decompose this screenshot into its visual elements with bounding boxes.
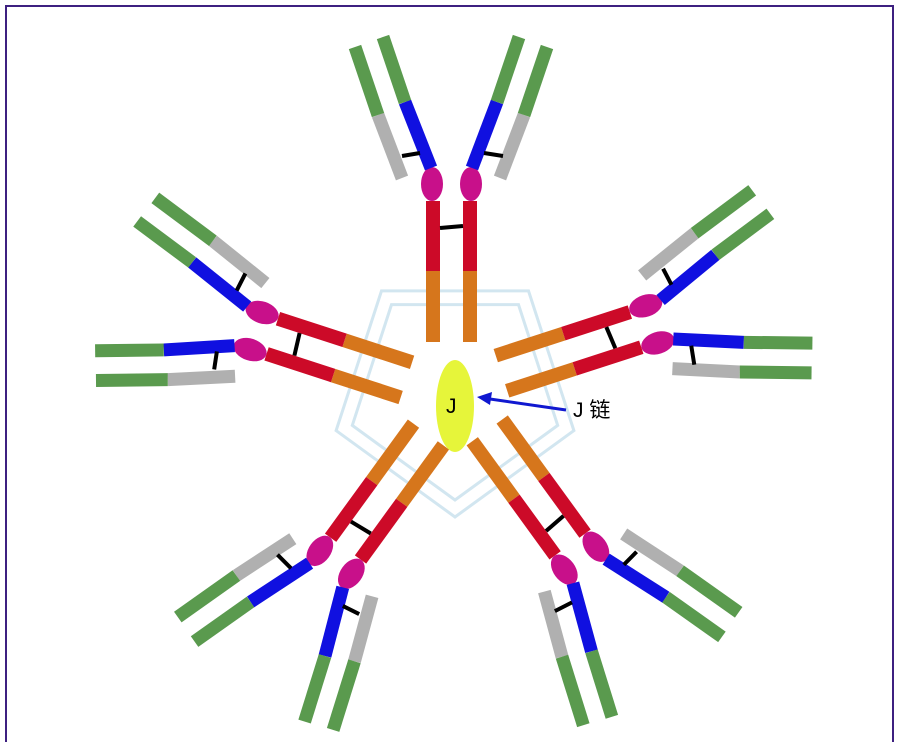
- heavy-chain-vh-left: [602, 553, 670, 603]
- fab-tip-right-light: [517, 44, 554, 118]
- heavy-chain-disulfide-bond: [292, 332, 302, 357]
- pentagon-outline: [334, 289, 576, 519]
- fab-disulfide-right: [276, 553, 293, 570]
- hinge-right: [306, 535, 334, 567]
- heavy-chain-disulfide-bond: [604, 326, 618, 350]
- heavy-chain-vh-left: [163, 339, 235, 357]
- heavy-chain-ch2-right: [508, 494, 561, 560]
- hinge-left: [629, 294, 663, 318]
- heavy-chain-ch3-right: [463, 271, 477, 342]
- light-chain-cl-right: [208, 235, 270, 289]
- fab-tip-left-heavy: [95, 343, 164, 358]
- heavy-chain-vh-right: [465, 99, 504, 171]
- fab-tip-right-light: [739, 365, 812, 380]
- heavy-chain-vh-left: [656, 249, 720, 305]
- fab-tip-right-heavy: [490, 34, 526, 105]
- fab-tip-left-heavy: [298, 654, 332, 724]
- heavy-chain-ch3-left: [396, 441, 450, 507]
- heavy-chain-ch2-right: [324, 476, 378, 542]
- antibody-monomer-4: [174, 419, 450, 732]
- heavy-chain-ch2-left: [264, 347, 336, 383]
- heavy-chain-ch3-left: [493, 327, 566, 363]
- fab-disulfide-left: [341, 604, 361, 616]
- antibody-monomer-5: [95, 192, 415, 405]
- heavy-chain-disulfide-bond: [544, 514, 565, 533]
- fab-tip-right-heavy: [190, 596, 255, 647]
- antibody-monomer-1: [348, 34, 554, 342]
- hinge-left: [582, 531, 610, 562]
- heavy-chain-disulfide-bond: [439, 224, 464, 230]
- pentagon-inner: [350, 303, 560, 502]
- heavy-chain-ch2-right: [463, 201, 477, 271]
- fab-tip-right-light: [151, 192, 217, 246]
- j-chain-ellipse: [436, 360, 474, 452]
- fab-tip-right-light: [174, 570, 241, 623]
- fab-tip-left-light: [348, 44, 385, 118]
- heavy-chain-ch2-right: [275, 312, 347, 348]
- light-chain-cl-right: [493, 112, 531, 181]
- j-chain-label: J 链: [573, 399, 610, 422]
- fab-tip-left-heavy: [376, 34, 412, 105]
- fab-disulfide-right: [689, 345, 697, 366]
- fab-tip-left-light: [676, 565, 743, 618]
- fab-disulfide-right: [483, 151, 504, 158]
- fab-disulfide-left: [661, 267, 674, 286]
- fab-tip-left-light: [326, 659, 361, 732]
- fab-tip-right-heavy: [133, 216, 197, 268]
- light-chain-cl-left: [638, 228, 699, 281]
- fab-tip-left-heavy: [711, 208, 775, 261]
- hinge-left: [337, 558, 365, 589]
- heavy-chain-ch3-left: [496, 415, 550, 482]
- heavy-chain-ch2-left: [426, 201, 440, 271]
- antibody-units: [95, 34, 813, 732]
- hinge-right: [460, 167, 482, 201]
- heavy-chain-ch2-left: [538, 472, 591, 538]
- heavy-chain-ch3-right: [466, 437, 520, 503]
- hinge-left: [233, 337, 267, 362]
- fab-disulfide-left: [212, 351, 219, 370]
- light-chain-cl-left: [620, 528, 684, 577]
- antibody-monomer-2: [493, 185, 813, 398]
- heavy-chain-vh-right: [672, 332, 745, 349]
- fab-tip-left-light: [95, 373, 168, 387]
- fab-disulfide-left: [622, 550, 639, 567]
- fab-tip-right-heavy: [585, 649, 619, 719]
- light-chain-cl-left: [167, 369, 236, 387]
- antibody-monomer-3: [466, 415, 743, 728]
- pentagon-outer: [334, 289, 576, 519]
- fab-disulfide-right: [553, 600, 573, 613]
- hinge-right: [550, 554, 578, 585]
- light-chain-cl-right: [538, 589, 569, 659]
- hinge-left: [421, 167, 443, 201]
- heavy-chain-ch2-left: [354, 498, 408, 564]
- light-chain-cl-right: [232, 533, 297, 581]
- heavy-chain-ch3-right: [342, 333, 415, 369]
- heavy-chain-vh-right: [566, 581, 598, 654]
- fab-tip-right-light: [555, 654, 590, 728]
- heavy-chain-ch2-left: [561, 305, 633, 341]
- heavy-chain-vh-right: [188, 257, 252, 312]
- heavy-chain-vh-right: [246, 557, 314, 608]
- heavy-chain-ch3-left: [426, 271, 440, 342]
- j-chain-letter: J: [446, 395, 457, 418]
- j-chain-arrow: [477, 392, 567, 412]
- heavy-chain-vh-left: [318, 585, 350, 658]
- heavy-chain-ch3-right: [505, 362, 577, 398]
- light-chain-cl-left: [371, 112, 409, 181]
- heavy-chain-ch2-right: [572, 340, 644, 376]
- fab-tip-left-light: [690, 185, 757, 239]
- hinge-right: [245, 300, 279, 325]
- hinge-right: [641, 331, 675, 355]
- heavy-chain-disulfide-bond: [349, 519, 372, 536]
- light-chain-cl-left: [348, 594, 379, 664]
- fab-disulfide-right: [234, 272, 248, 292]
- fab-tip-right-heavy: [743, 335, 813, 350]
- fab-disulfide-left: [401, 151, 421, 158]
- light-chain-cl-right: [672, 362, 741, 379]
- heavy-chain-vh-left: [398, 99, 438, 171]
- heavy-chain-ch3-left: [330, 368, 403, 405]
- heavy-chain-ch3-right: [366, 419, 420, 486]
- fab-tip-left-heavy: [662, 591, 726, 643]
